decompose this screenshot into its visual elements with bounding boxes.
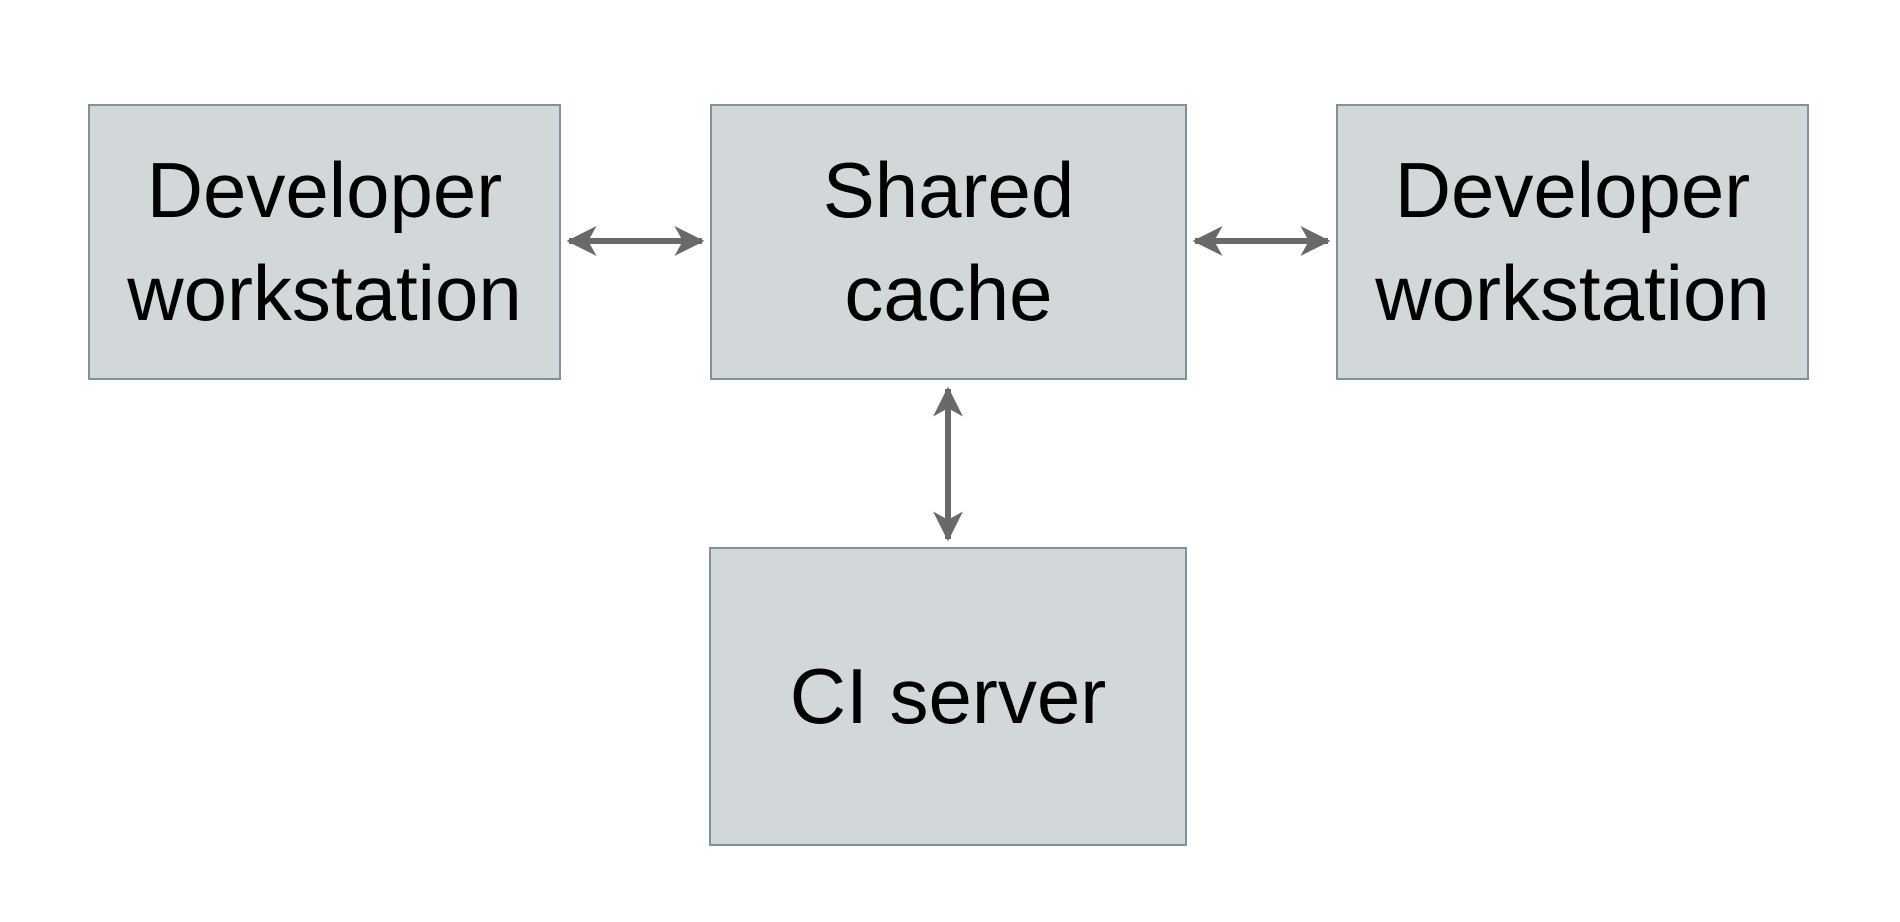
node-label-ci-server: CI server <box>789 652 1107 741</box>
node-ci-server: CI server <box>709 547 1187 846</box>
node-developer-workstation-right: Developer workstation <box>1336 104 1809 380</box>
node-shared-cache: Shared cache <box>710 104 1187 380</box>
node-label-developer-workstation-right: Developer workstation <box>1375 146 1770 337</box>
node-developer-workstation-left: Developer workstation <box>88 104 561 380</box>
node-label-developer-workstation-left: Developer workstation <box>127 146 522 337</box>
node-label-shared-cache: Shared cache <box>822 146 1075 337</box>
